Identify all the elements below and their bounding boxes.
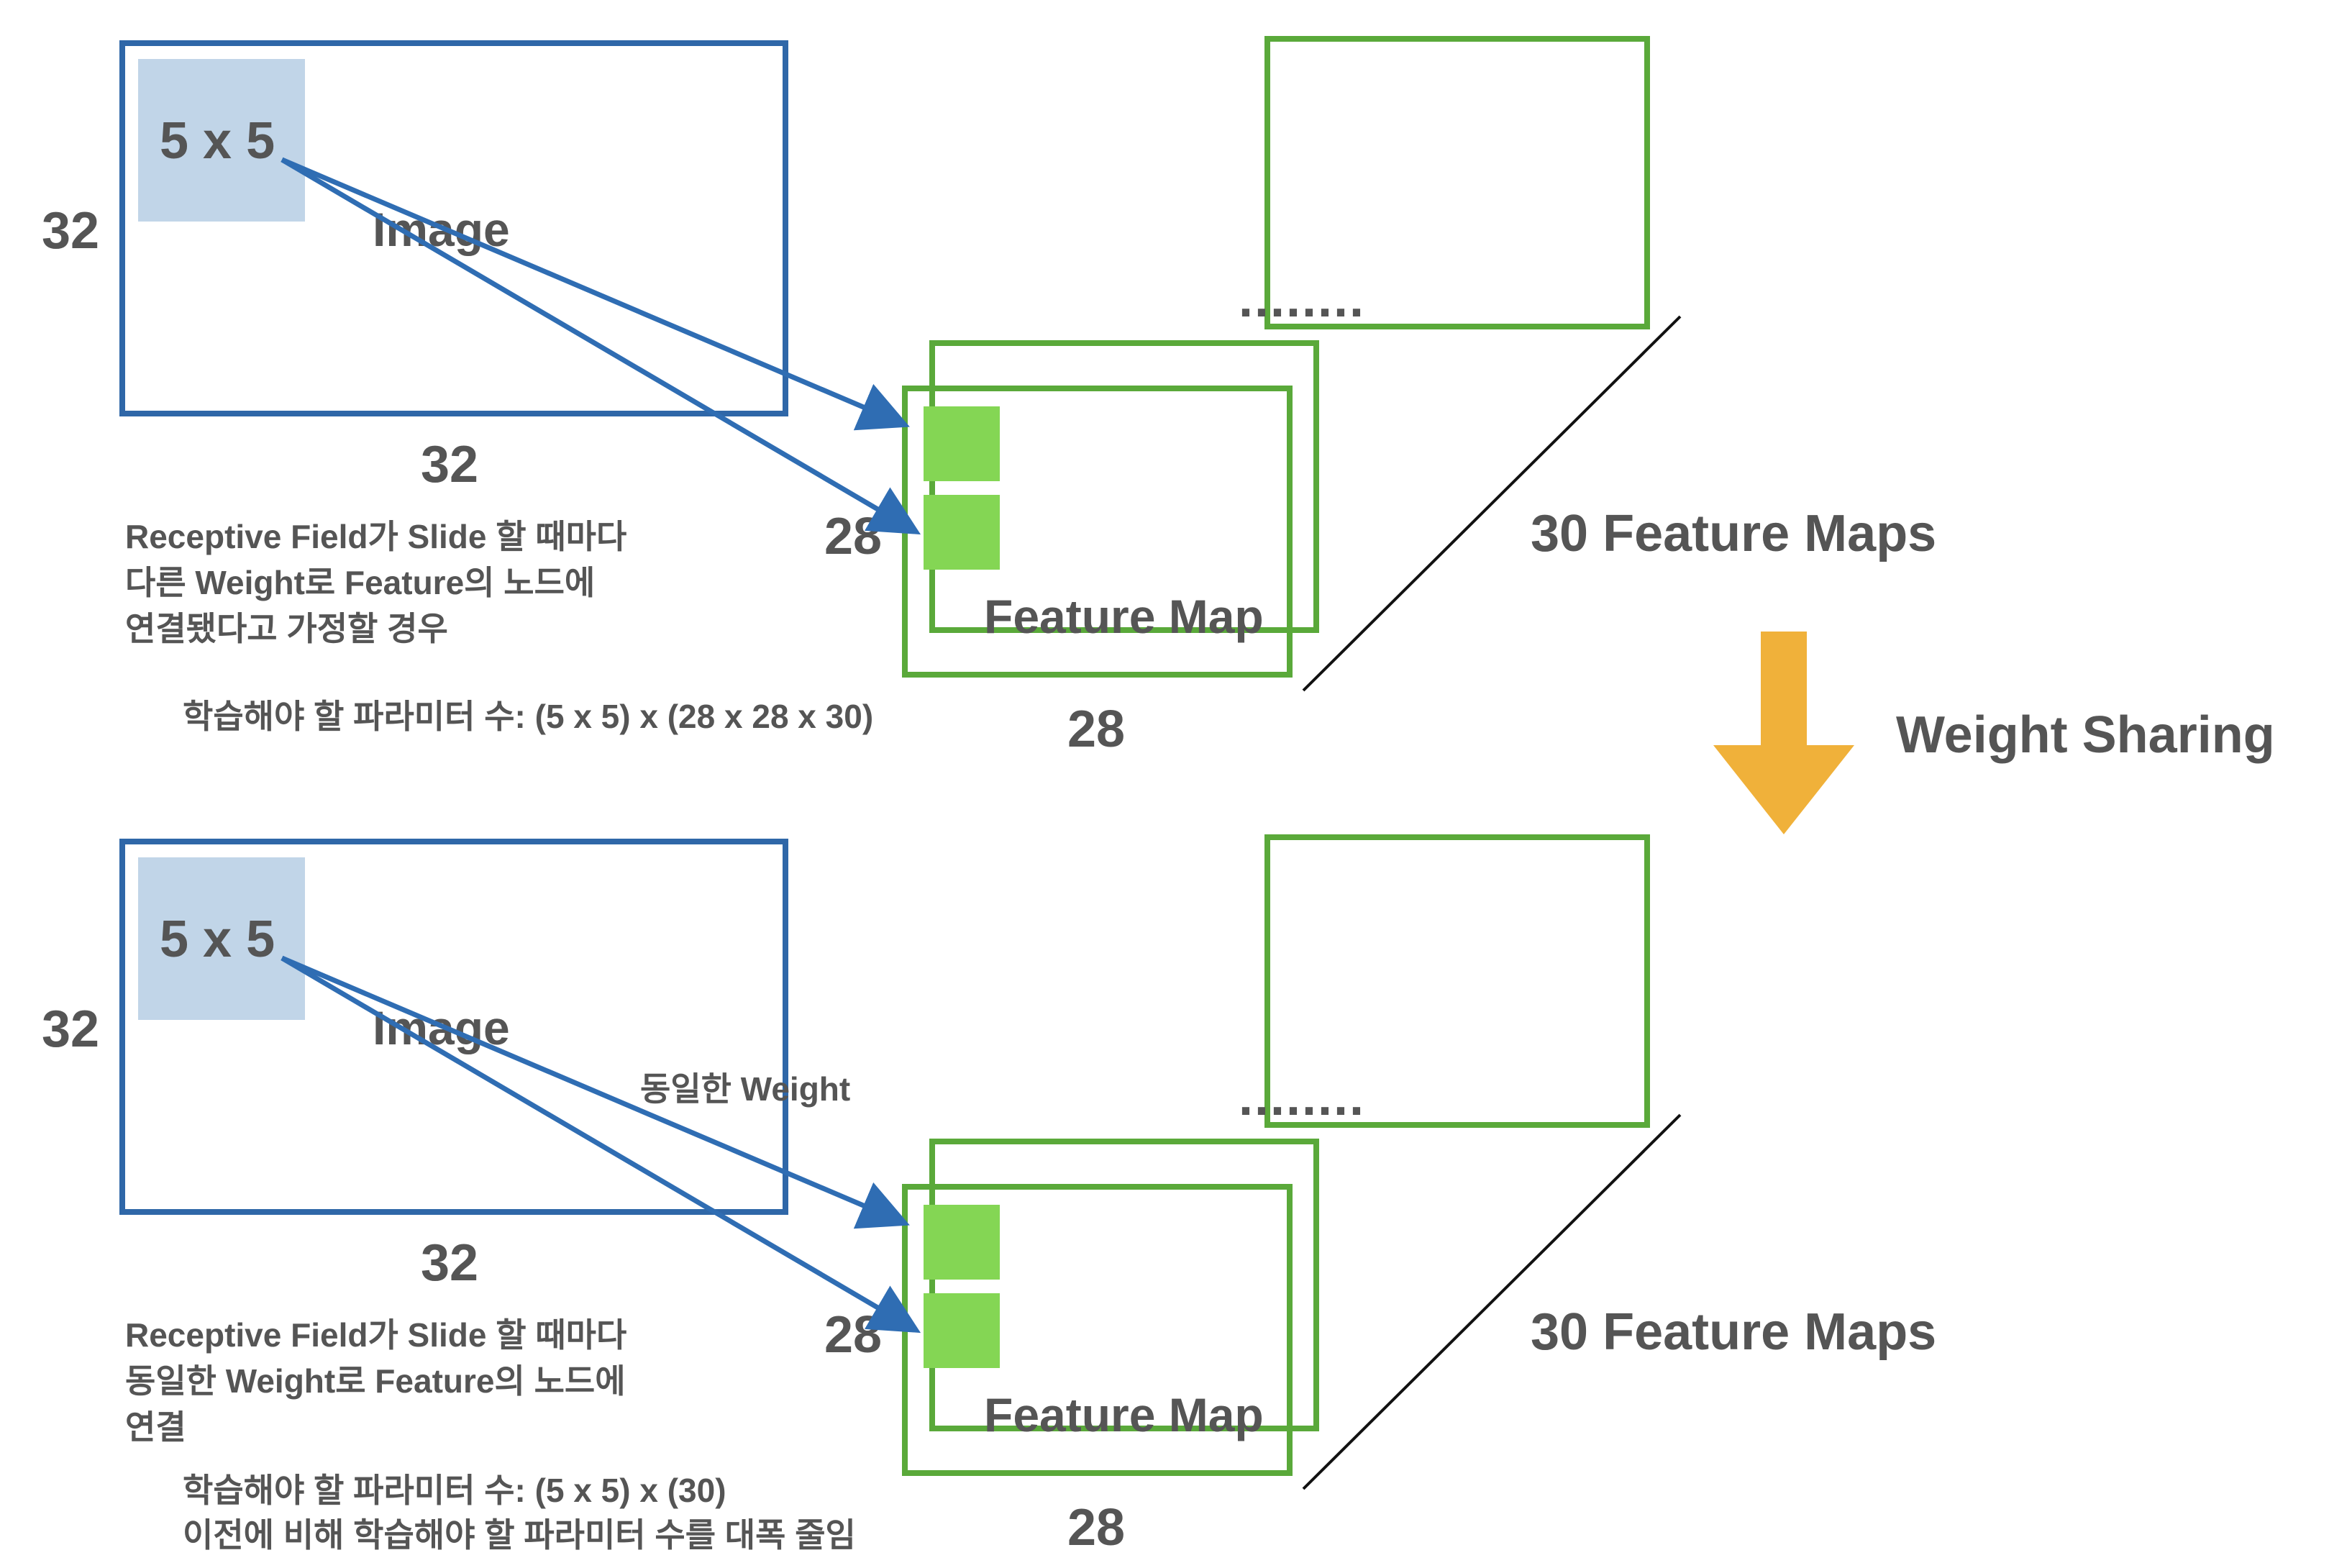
feature-map-far xyxy=(1264,36,1650,329)
feature-map-height-label: 28 xyxy=(824,1306,882,1364)
parameter-count-line-1: 학습해야 할 파라미터 수: (5 x 5) x (30) xyxy=(183,1472,726,1509)
maps-count-label: 30 Feature Maps xyxy=(1531,1303,1936,1361)
description-line-1: Receptive Field가 Slide 할 때마다 xyxy=(125,518,626,555)
image-width-label: 32 xyxy=(421,436,478,493)
description-line-3: 연결됐다고 가정할 경우 xyxy=(125,610,448,647)
feature-map-width-label: 28 xyxy=(1067,701,1125,758)
connection-arrow-1 xyxy=(281,955,910,1229)
feature-map-width-label: 28 xyxy=(1067,1499,1125,1556)
feature-map-label: Feature Map xyxy=(984,590,1264,643)
image-box xyxy=(119,40,788,416)
output-node-1 xyxy=(924,1205,1000,1280)
image-height-label: 32 xyxy=(42,202,99,260)
panel-with-sharing: 5 x 5 Image 32 32 ........ Feature Map 2… xyxy=(42,834,1936,1556)
connection-arrow-1 xyxy=(281,157,910,431)
feature-map-height-label: 28 xyxy=(824,508,882,565)
weight-sharing-label: Weight Sharing xyxy=(1896,706,2275,764)
description-line-1: Receptive Field가 Slide 할 때마다 xyxy=(125,1316,626,1354)
feature-map-middle xyxy=(929,1139,1319,1431)
connection-arrow-2 xyxy=(281,955,921,1334)
connection-arrow-2 xyxy=(281,157,921,535)
output-node-1 xyxy=(924,406,1000,481)
panel-without-sharing: 5 x 5 Image 32 32 ........ Feature Map 2… xyxy=(42,36,1936,758)
output-node-2 xyxy=(924,495,1000,570)
image-height-label: 32 xyxy=(42,1000,99,1058)
kernel-label: 5 x 5 xyxy=(160,112,275,170)
stack-depth-line xyxy=(1302,315,1682,692)
down-arrow-icon xyxy=(1713,632,1854,834)
description-line-2: 동일한 Weight로 Feature의 노드에 xyxy=(125,1362,626,1400)
description-line-3: 연결 xyxy=(125,1408,186,1446)
description-line-2: 다른 Weight로 Feature의 노드에 xyxy=(125,564,595,601)
image-width-label: 32 xyxy=(421,1234,478,1292)
kernel-label: 5 x 5 xyxy=(160,911,275,968)
kernel-square xyxy=(138,857,305,1020)
stack-dots: ........ xyxy=(1239,1069,1365,1126)
parameter-count-line-2: 이전에 비해 학습해야 할 파라미터 수를 대폭 줄임 xyxy=(183,1516,856,1554)
shared-weight-label: 동일한 Weight xyxy=(640,1070,850,1108)
output-node-2 xyxy=(924,1293,1000,1368)
feature-map-label: Feature Map xyxy=(984,1388,1264,1441)
image-box xyxy=(119,839,788,1215)
parameter-count-line-1: 학습해야 할 파라미터 수: (5 x 5) x (28 x 28 x 30) xyxy=(183,698,873,735)
stack-dots: ........ xyxy=(1239,270,1365,328)
feature-map-middle xyxy=(929,340,1319,633)
weight-sharing-transition: Weight Sharing xyxy=(1713,632,2275,834)
maps-count-label: 30 Feature Maps xyxy=(1531,505,1936,562)
feature-map-far xyxy=(1264,834,1650,1128)
kernel-square xyxy=(138,59,305,222)
stack-depth-line xyxy=(1302,1113,1682,1490)
